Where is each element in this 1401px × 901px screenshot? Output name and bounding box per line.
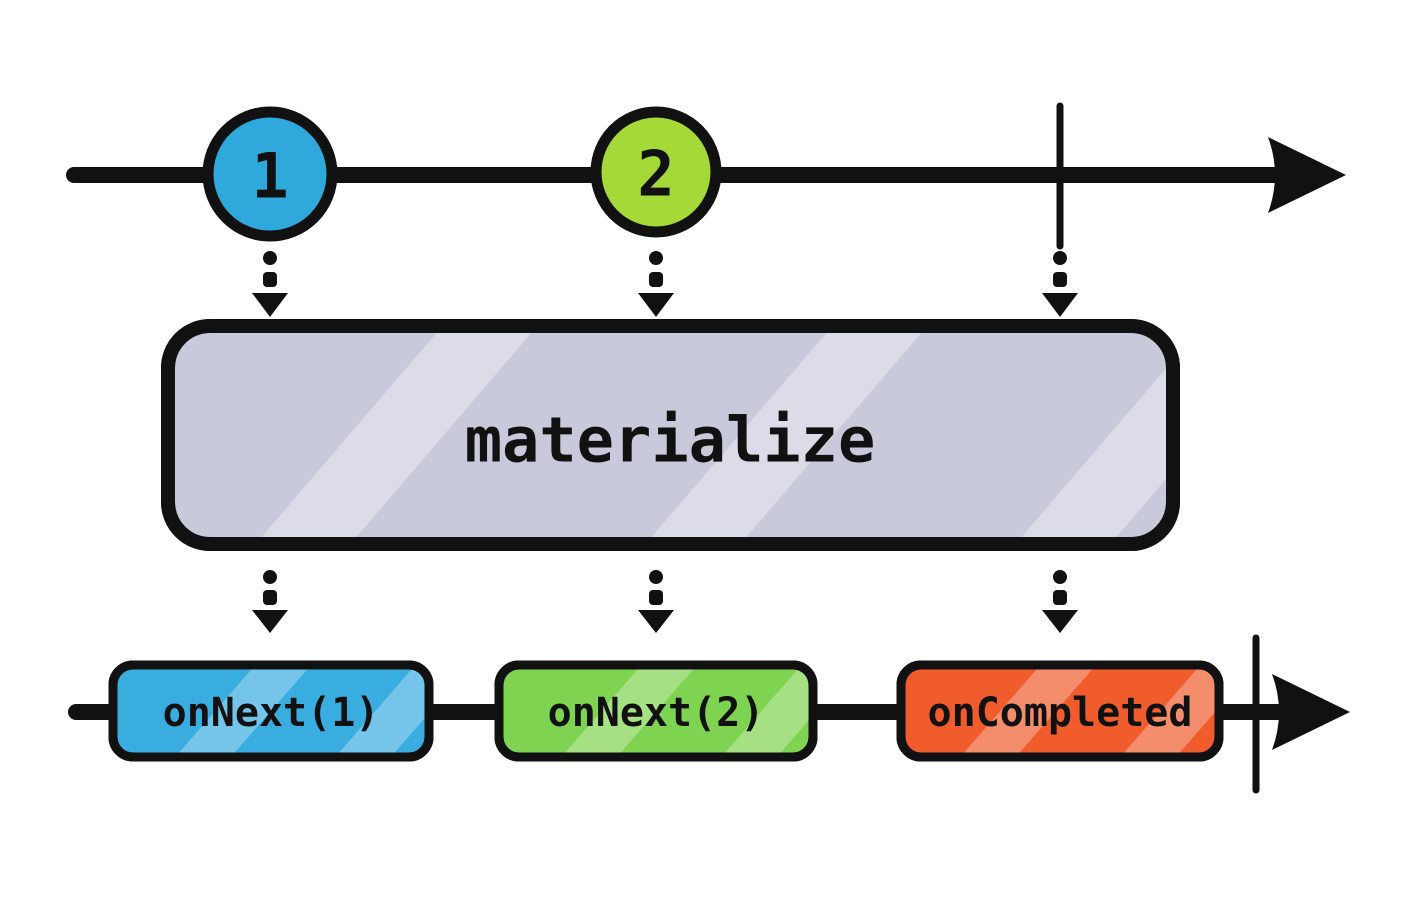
arrow-head-icon xyxy=(1042,610,1078,633)
event-onnext-1-border xyxy=(108,660,434,762)
arrow-dash xyxy=(1053,272,1067,287)
output-event-onnext-2: onNext(2) xyxy=(494,660,818,762)
dashed-arrow-input-3 xyxy=(1042,251,1078,317)
event-stripe xyxy=(1099,665,1219,757)
dashed-arrow-output-3 xyxy=(1042,570,1078,633)
arrow-dash xyxy=(1053,590,1067,605)
arrow-dash xyxy=(649,272,663,287)
operator-box-stripe xyxy=(987,326,1173,544)
dashed-arrow-output-1 xyxy=(252,570,288,633)
operator-box-stripe xyxy=(617,326,943,544)
event-onnext-2-border xyxy=(494,660,818,762)
arrow-dot xyxy=(649,251,663,265)
arrow-dash xyxy=(263,272,277,287)
arrow-dot xyxy=(263,570,277,584)
arrow-dot xyxy=(1053,251,1067,265)
output-event-onnext-1: onNext(1) xyxy=(108,660,434,762)
arrow-dash xyxy=(263,590,277,605)
event-stripe xyxy=(700,665,813,757)
arrow-dot xyxy=(263,251,277,265)
marble-1-circle xyxy=(202,106,338,242)
input-timeline-arrowhead-icon xyxy=(1268,137,1346,213)
event-oncompleted-label: onCompleted xyxy=(928,690,1193,736)
event-onnext-2-label: onNext(2) xyxy=(548,690,765,736)
marble-1-label: 1 xyxy=(251,140,288,213)
event-stripe xyxy=(314,665,429,757)
input-marble-1: 1 xyxy=(202,106,338,242)
operator-box-stripe xyxy=(227,326,553,544)
output-event-oncompleted: onCompleted xyxy=(896,660,1224,762)
arrow-dash xyxy=(649,590,663,605)
arrow-head-icon xyxy=(1042,293,1078,317)
operator-label: materialize xyxy=(465,404,876,477)
arrow-head-icon xyxy=(638,610,674,633)
arrow-head-icon xyxy=(252,293,288,317)
operator-box: materialize xyxy=(161,319,1180,551)
arrow-dot xyxy=(649,570,663,584)
arrow-head-icon xyxy=(252,610,288,633)
event-oncompleted-border xyxy=(896,660,1224,762)
event-onnext-1-label: onNext(1) xyxy=(163,690,380,736)
dashed-arrow-output-2 xyxy=(638,570,674,633)
output-timeline-arrowhead-icon xyxy=(1272,674,1350,750)
marble-2-circle xyxy=(590,106,722,238)
arrow-dot xyxy=(1053,570,1067,584)
operator-box-border xyxy=(161,319,1180,551)
dashed-arrow-input-1 xyxy=(252,251,288,317)
dashed-arrow-input-2 xyxy=(638,251,674,317)
arrow-head-icon xyxy=(638,293,674,317)
input-marble-2: 2 xyxy=(590,106,722,238)
marble-2-label: 2 xyxy=(637,138,674,211)
